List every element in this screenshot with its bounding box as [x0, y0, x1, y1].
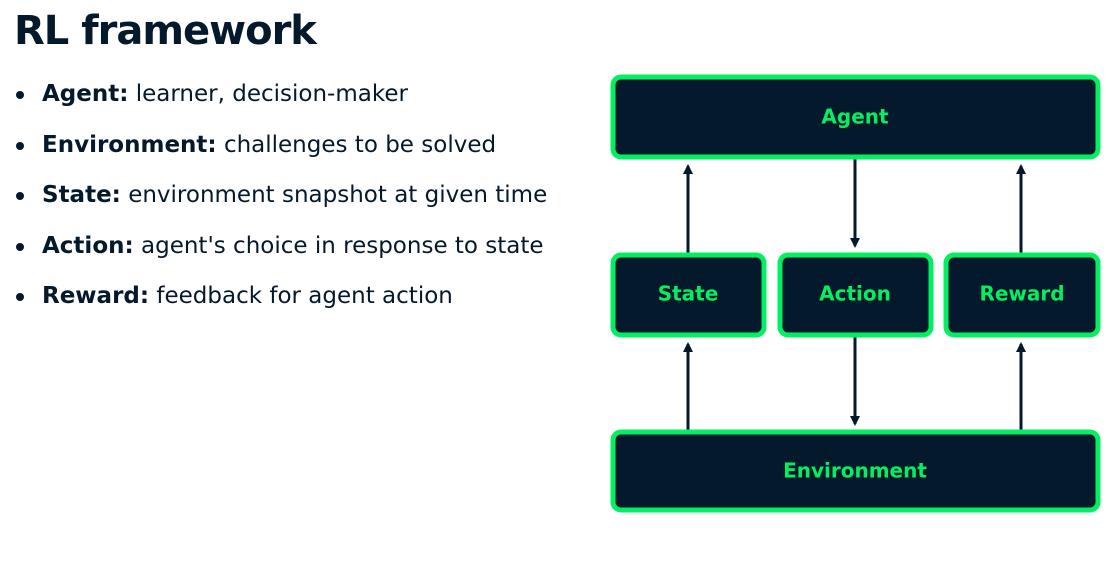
list-item-state: State: environment snapshot at given tim… — [14, 177, 547, 228]
term-label: State: — [42, 182, 121, 208]
term-label: Agent: — [42, 81, 129, 107]
state-node: State — [610, 252, 767, 338]
agent-node: Agent — [610, 74, 1101, 160]
bullet-icon — [16, 141, 24, 150]
list-item-action: Action: agent's choice in response to st… — [14, 228, 547, 279]
term-description: environment snapshot at given time — [128, 182, 548, 208]
term-label: Action: — [42, 232, 134, 259]
term-description: feedback for agent action — [156, 283, 453, 309]
bullet-icon — [16, 91, 24, 99]
term-description: learner, decision-maker — [135, 81, 408, 107]
definitions-list: Agent: learner, decision-maker Environme… — [14, 76, 547, 329]
term-description: agent's choice in response to state — [141, 232, 544, 259]
list-item-agent: Agent: learner, decision-maker — [14, 76, 547, 127]
slide-title: RL framework — [14, 8, 317, 54]
reward-node: Reward — [943, 252, 1101, 338]
list-item-environment: Environment: challenges to be solved — [14, 127, 547, 178]
term-label: Environment: — [42, 131, 217, 158]
term-description: challenges to be solved — [223, 131, 497, 158]
environment-node-label: Environment — [783, 459, 927, 483]
state-node-label: State — [658, 282, 719, 306]
agent-node-label: Agent — [821, 105, 889, 129]
term-label: Reward: — [42, 283, 150, 309]
bullet-icon — [16, 242, 24, 251]
bullet-icon — [16, 192, 24, 200]
bullet-icon — [16, 293, 24, 301]
action-node-label: Action — [819, 282, 891, 306]
reward-node-label: Reward — [979, 282, 1064, 306]
environment-node: Environment — [610, 429, 1101, 513]
action-node: Action — [777, 252, 934, 338]
list-item-reward: Reward: feedback for agent action — [14, 278, 547, 329]
diagram-arrows — [683, 158, 1026, 432]
